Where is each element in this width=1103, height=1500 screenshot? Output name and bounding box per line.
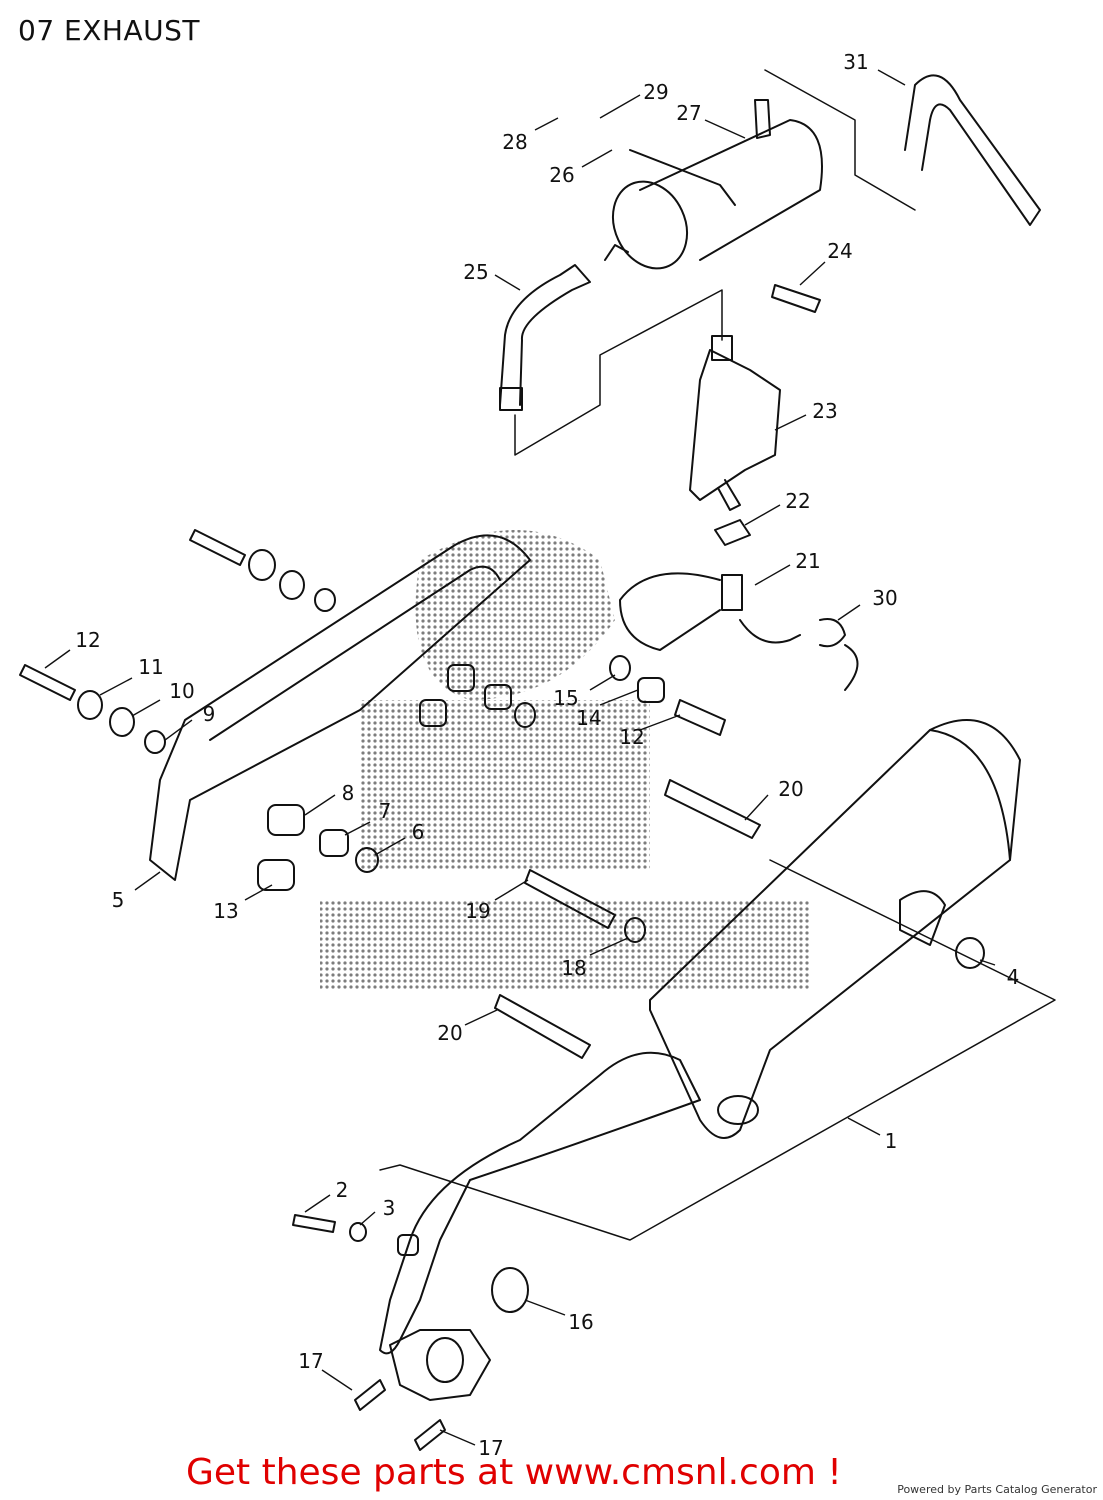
callout-30: 30 (872, 586, 898, 610)
heat-guard-5 (149, 534, 531, 881)
callout-3: 3 (382, 1196, 396, 1220)
callout-11: 11 (138, 655, 164, 679)
callout-17b: 17 (478, 1436, 504, 1460)
callout-20: 20 (778, 777, 804, 801)
callout-6: 6 (411, 820, 425, 844)
callout-13: 13 (213, 899, 239, 923)
callout-23: 23 (812, 399, 838, 423)
callout-4: 4 (1006, 965, 1020, 989)
callout-28: 28 (502, 130, 528, 154)
callout-1: 1 (884, 1129, 898, 1153)
callout-27: 27 (676, 101, 702, 125)
callout-20b: 20 (437, 1021, 463, 1045)
credit-text: Powered by Parts Catalog Generator (897, 1483, 1097, 1496)
diagram-title: 07 EXHAUST (18, 14, 200, 47)
callout-2: 2 (335, 1178, 349, 1202)
footer-link[interactable]: Get these parts at www.cmsnl.com ! (186, 1452, 842, 1493)
callout-25: 25 (463, 260, 489, 284)
muffler-1 (379, 719, 1021, 1355)
callout-22: 22 (785, 489, 811, 513)
cms-watermark (320, 530, 810, 990)
flange (389, 1329, 491, 1401)
callout-19: 19 (465, 899, 491, 923)
callout-12b: 12 (619, 725, 645, 749)
callout-8: 8 (341, 781, 355, 805)
callout-5: 5 (111, 888, 125, 912)
hose-21 (619, 572, 801, 651)
callout-16: 16 (568, 1310, 594, 1334)
callout-7: 7 (378, 799, 392, 823)
callout-15: 15 (553, 686, 579, 710)
hose-31 (904, 74, 1041, 226)
callout-9: 9 (202, 702, 216, 726)
hose-25 (499, 264, 591, 406)
canister-part (604, 99, 823, 270)
callout-18: 18 (561, 956, 587, 980)
callout-31: 31 (843, 50, 869, 74)
callout-12: 12 (75, 628, 101, 652)
valve-23 (689, 349, 781, 501)
callout-26: 26 (549, 163, 575, 187)
callout-24: 24 (827, 239, 853, 263)
callout-21: 21 (795, 549, 821, 573)
callout-14: 14 (576, 706, 602, 730)
callout-17: 17 (298, 1349, 324, 1373)
callout-10: 10 (169, 679, 195, 703)
leader-lines (44, 69, 996, 1446)
callout-29: 29 (643, 80, 669, 104)
